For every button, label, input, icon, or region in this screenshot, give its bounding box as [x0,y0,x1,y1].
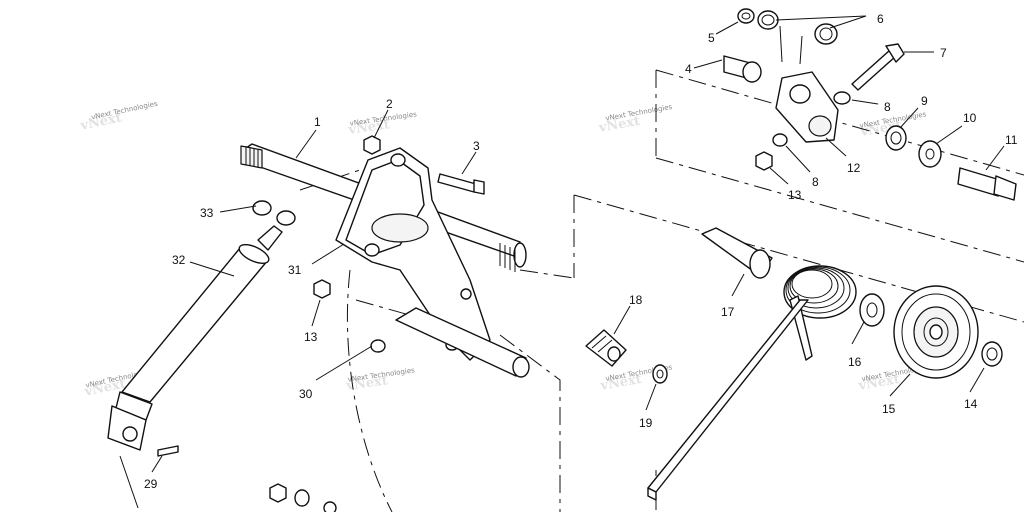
part-31-torque-arm [335,147,530,378]
part-11-bolt [957,167,1017,201]
callout-10: 10 [963,111,977,125]
part-19-washer [652,364,668,384]
part-13-nut-left [313,279,331,299]
callout-11: 11 [1005,133,1018,147]
callout-1: 1 [314,115,321,129]
svg-text:vNext Technologies: vNext Technologies [90,99,158,121]
callout-16: 16 [848,355,862,369]
part-5-washer [737,8,755,24]
part-30-washer [370,339,386,353]
watermark-1: vNext vNext Technologies [78,99,158,133]
callout-15: 15 [882,402,896,416]
part-32-shock-absorber [107,225,283,509]
callout-6: 6 [877,12,884,26]
bottom-hardware [269,483,337,512]
callout-13-right: 13 [788,188,802,202]
callout-14: 14 [964,397,978,411]
callout-13-left: 13 [304,330,318,344]
svg-text:vNext: vNext [856,372,900,394]
part-6-bushings [757,10,838,45]
callout-32: 32 [172,253,186,267]
part-3-bolt [437,173,485,195]
part-16-washer [859,293,885,327]
callout-30: 30 [299,387,313,401]
part-33-bushing [252,200,296,226]
callout-8-bottom: 8 [812,175,819,189]
svg-text:vNext: vNext [345,373,389,394]
callout-17: 17 [721,305,735,319]
svg-text:vNext: vNext [597,114,641,136]
callout-labels: 1 2 3 33 32 31 13 30 29 5 6 4 7 8 9 10 1… [144,12,1018,491]
part-10-washer [918,140,942,168]
part-18-clip [585,329,627,367]
part-2-nut [363,135,381,155]
part-9-spacer [885,125,907,151]
svg-text:vNext: vNext [347,117,391,138]
callout-33: 33 [200,206,214,220]
callout-31: 31 [288,263,302,277]
part-13-nut-right [755,151,773,171]
watermark-2: vNext vNext Technologies [347,110,418,138]
callout-2: 2 [386,97,393,111]
callout-29: 29 [144,477,158,491]
leader-lines [151,15,1005,473]
part-7-bolt [851,43,905,91]
part-15-idler-wheel [893,285,979,379]
callout-7: 7 [940,46,947,60]
watermark-6: vNext vNext Technologies [345,366,416,394]
part-12-idler-arm [775,71,839,143]
callout-19: 19 [639,416,653,430]
callout-9: 9 [921,94,928,108]
svg-text:vNext: vNext [598,372,642,394]
part-14-bushing [981,341,1003,367]
part-8-washers [772,91,851,147]
callout-8-top: 8 [884,100,891,114]
callout-4: 4 [685,62,692,76]
callout-5: 5 [708,31,715,45]
callout-18: 18 [629,293,643,307]
part-29-pin [157,445,179,457]
part-4-spacer [723,55,762,83]
part-17-tube [701,227,773,279]
callout-3: 3 [473,139,480,153]
watermark-3: vNext vNext Technologies [597,103,673,136]
part-spring-coil [647,265,857,501]
callout-12: 12 [847,161,861,175]
